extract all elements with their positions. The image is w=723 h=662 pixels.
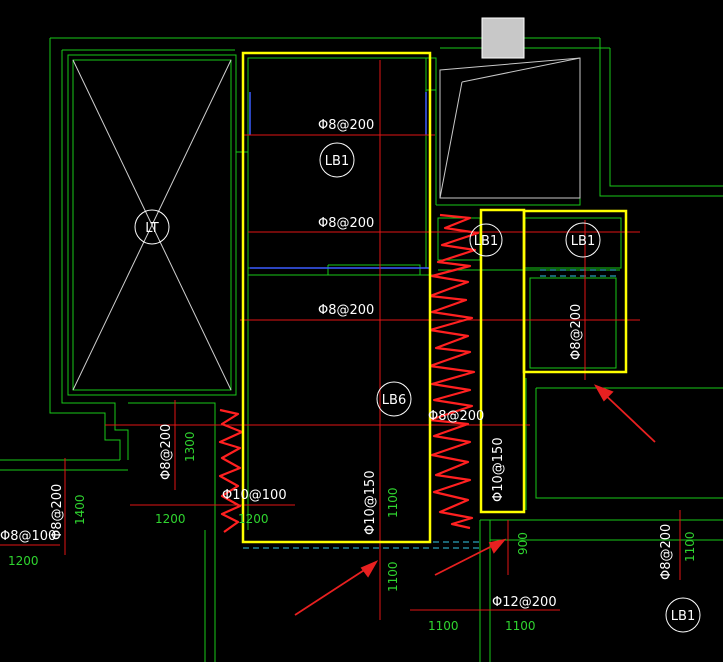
slab-tag-upper: LB1 — [319, 142, 355, 178]
slab-tag-corridor: LB1 — [469, 223, 503, 257]
slab-tags: LT LB1 LB1 LB1 LB6 LB1 — [134, 142, 701, 633]
rebar-label: Φ8@200 — [318, 303, 374, 318]
rebar-label: Φ8@200 — [50, 484, 65, 540]
dimension-label: 1100 — [428, 619, 459, 633]
rebar-label: Φ8@200 — [569, 304, 584, 360]
rebar-lines — [0, 60, 681, 620]
dimension-label: 1200 — [238, 512, 269, 526]
rebar-labels: Φ8@200 Φ8@200 Φ8@200 Φ8@200 Φ8@200 Φ8@20… — [0, 118, 674, 610]
slab-blue-lines — [249, 92, 430, 269]
dimension-label: 1300 — [183, 431, 197, 462]
dashed-lines — [243, 269, 620, 549]
slab-tag-bottom-right: LB1 — [665, 597, 701, 633]
highlight-boxes — [241, 51, 628, 544]
rebar-label: Φ8@200 — [318, 216, 374, 231]
rebar-label: Φ8@200 — [159, 424, 174, 480]
dimension-label: 1100 — [683, 531, 697, 562]
stair-opening — [439, 17, 581, 199]
dimension-label: 1100 — [386, 561, 400, 592]
zigzag-markup — [218, 213, 480, 533]
slab-tag-text: LB1 — [571, 234, 595, 249]
slab-tag-elevator: LT — [134, 209, 170, 245]
dimension-label: 900 — [516, 532, 530, 555]
dimension-label: 1200 — [155, 512, 186, 526]
rebar-label: Φ10@150 — [363, 470, 378, 535]
rebar-label: Φ8@200 — [659, 524, 674, 580]
elevator-shaft-cross — [72, 59, 232, 391]
dimension-label: 1200 — [8, 554, 39, 568]
slab-tag-text: LB1 — [325, 154, 349, 169]
slab-tag-text: LB1 — [474, 234, 498, 249]
slab-tag-lb6: LB6 — [376, 381, 412, 417]
dimension-label: 1100 — [505, 619, 536, 633]
rebar-label: Φ10@100 — [222, 488, 287, 503]
slab-tag-text: LB6 — [382, 393, 406, 408]
rebar-label: Φ12@200 — [492, 595, 557, 610]
rebar-label: Φ8@100 — [0, 529, 56, 544]
dimension-label: 1100 — [386, 487, 400, 518]
rebar-label: Φ8@200 — [318, 118, 374, 133]
slab-tag-text: LB1 — [671, 609, 695, 624]
dimension-labels: 1300 1200 1200 1400 1200 1100 1100 900 1… — [8, 431, 697, 633]
slab-tag-right: LB1 — [565, 222, 601, 258]
slab-tag-text: LT — [145, 221, 158, 236]
rebar-label: Φ10@150 — [491, 437, 506, 502]
annotation-arrows — [294, 384, 656, 616]
dimension-label: 1400 — [73, 494, 87, 525]
rebar-label: Φ8@200 — [428, 409, 484, 424]
